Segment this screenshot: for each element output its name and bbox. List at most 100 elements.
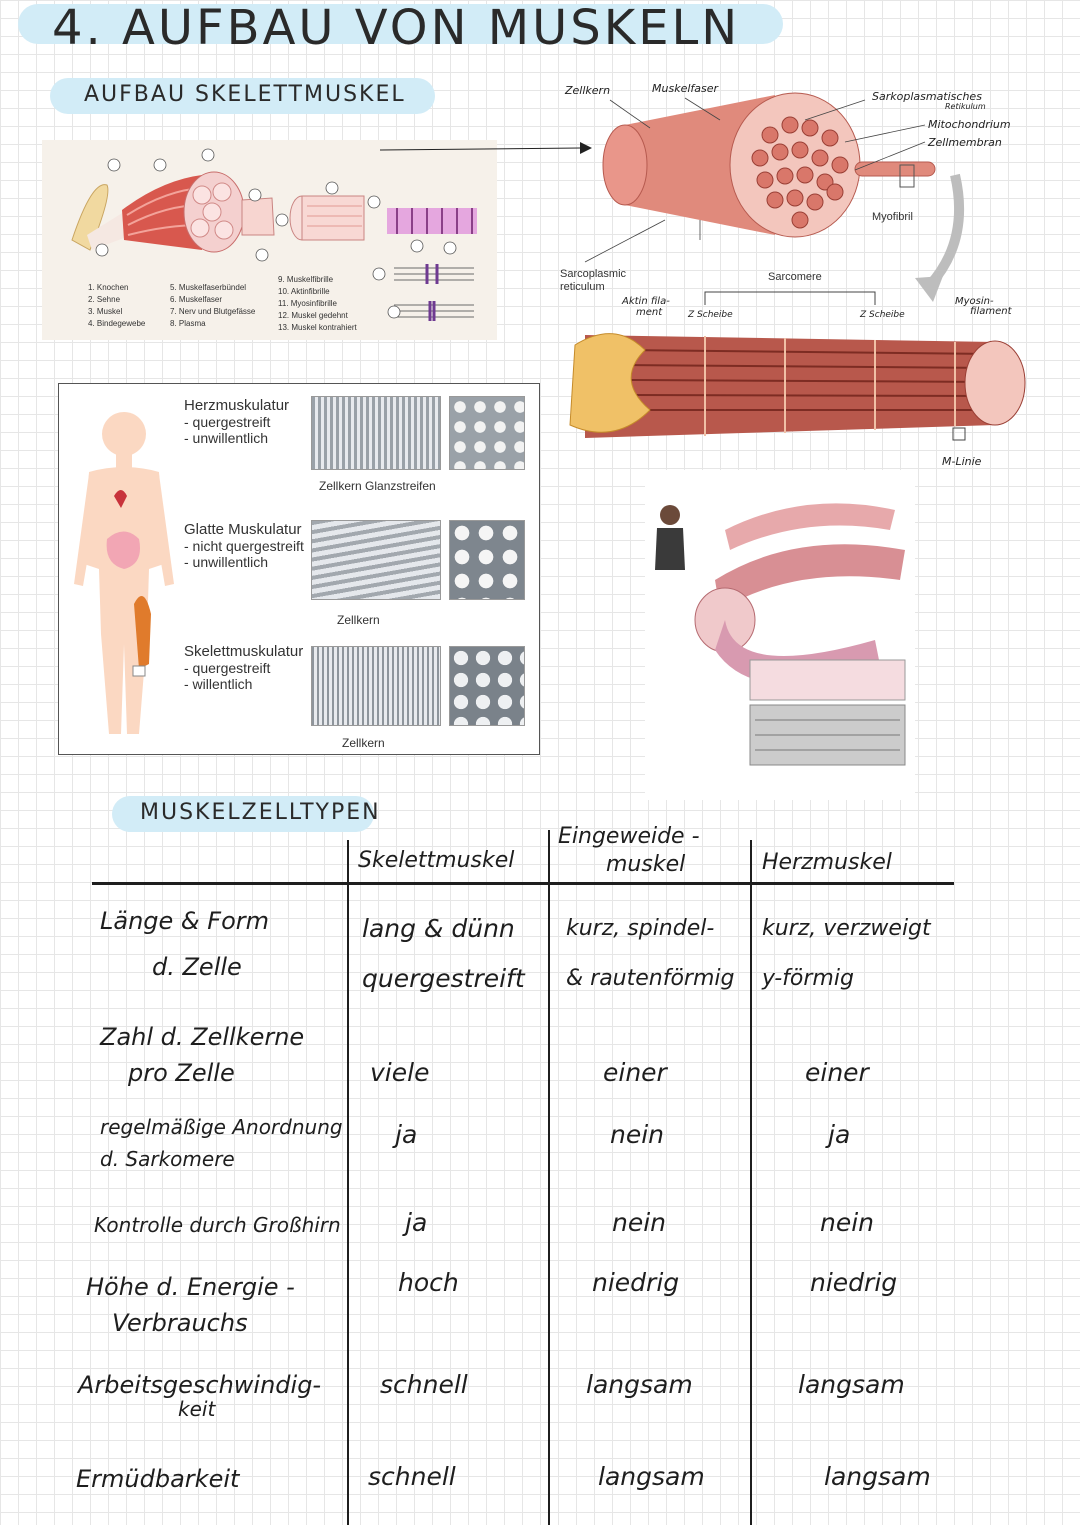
- legend-item: 6. Muskelfaser: [170, 295, 223, 304]
- muscle-fiber-illustration: [569, 92, 1026, 441]
- legend-item: 10. Aktinfibrille: [278, 287, 330, 296]
- label-reticulum: reticulum: [560, 281, 605, 293]
- textbook-muscle-illustration: [645, 470, 915, 800]
- legend-item: 12. Muskel gedehnt: [278, 311, 348, 320]
- row-label-line: Höhe d. Energie -: [86, 1273, 295, 1301]
- cell-line: quergestreift: [362, 964, 525, 993]
- glatt-micrograph-cross: [449, 520, 525, 600]
- table-header-line: [92, 882, 954, 885]
- glatt-caption: Zellkern: [337, 613, 380, 627]
- section-highlight-skeletal: [50, 78, 435, 114]
- legend-col1: 1. Knochen 2. Sehne 3. Muskel 4. Bindege…: [88, 282, 145, 330]
- label-myofibril: Myofibril: [872, 211, 913, 223]
- cell-skelett: lang & dünn quergestreift: [362, 904, 525, 1004]
- cell-eingeweide: nein: [610, 1120, 665, 1149]
- skelett-text: Skelettmuskulatur - quergestreift - will…: [184, 644, 303, 693]
- label-zellmembran: Zellmembran: [928, 136, 1002, 149]
- cell-eingeweide: kurz, spindel- & rautenförmig: [566, 904, 734, 1004]
- row-label-line: d. Sarkomere: [100, 1147, 235, 1171]
- glatt-text: Glatte Muskulatur - nicht quergestreift …: [184, 521, 304, 571]
- table-divider-2: [548, 830, 550, 1525]
- row-label-line: keit: [178, 1397, 216, 1421]
- row-label-line: Zahl d. Zellkerne: [100, 1023, 305, 1051]
- skelett-micrograph-cross: [449, 646, 525, 726]
- herz-title: Herzmuskulatur: [184, 397, 290, 414]
- label-z-scheibe-1: Z Scheibe: [688, 310, 733, 320]
- label-sarkoplasmatisches: Sarkoplasmatisches: [872, 90, 982, 103]
- cell-herz: kurz, verzweigt y-förmig: [762, 904, 931, 1004]
- header-herzmuskel: Herzmuskel: [762, 850, 892, 875]
- row-label: Arbeitsgeschwindig- keit: [78, 1370, 321, 1424]
- cell-eingeweide: nein: [612, 1208, 667, 1237]
- herz-text: Herzmuskulatur - quergestreift - unwille…: [184, 397, 290, 447]
- skelett-caption: Zellkern: [342, 736, 385, 750]
- glatt-line2: - unwillentlich: [184, 554, 269, 570]
- label-sarcomere: Sarcomere: [768, 271, 822, 283]
- row-label: Ermüdbarkeit: [76, 1465, 240, 1493]
- row-label-line: regelmäßige Anordnung: [100, 1115, 343, 1139]
- table-divider-1: [347, 840, 349, 1525]
- label-mitochondrium: Mitochondrium: [928, 118, 1011, 131]
- legend-item: 11. Myosinfibrille: [278, 299, 337, 308]
- cell-eingeweide: langsam: [598, 1462, 705, 1491]
- row-label-line: d. Zelle: [152, 953, 242, 981]
- connector-arrow: [380, 142, 592, 154]
- legend-item: 9. Muskelfibrille: [278, 275, 334, 284]
- row-label: Zahl d. Zellkerne pro Zelle: [100, 1022, 304, 1088]
- legend-col2: 5. Muskelfaserbündel 6. Muskelfaser 7. N…: [170, 282, 255, 330]
- cell-eingeweide: niedrig: [592, 1268, 680, 1297]
- cell-skelett: viele: [370, 1058, 430, 1087]
- section-highlight-types: [112, 796, 374, 832]
- cell-skelett: schnell: [380, 1370, 468, 1399]
- table-divider-3: [750, 840, 752, 1525]
- label-aktin2: ment: [636, 307, 663, 318]
- title-highlight: [18, 4, 783, 44]
- row-label: Länge & Form d. Zelle: [100, 906, 269, 982]
- glatt-line1: - nicht quergestreift: [184, 538, 304, 554]
- legend-item: 13. Muskel kontrahiert: [278, 323, 357, 332]
- row-label-line: Arbeitsgeschwindig-: [78, 1371, 322, 1399]
- section-title-types: MUSKELZELLTYPEN: [140, 800, 381, 825]
- herz-caption: Zellkern Glanzstreifen: [319, 479, 436, 493]
- label-myosin2: filament: [970, 306, 1012, 317]
- muscle-types-figure: Herzmuskulatur - quergestreift - unwille…: [58, 383, 540, 755]
- skelett-line1: - quergestreift: [184, 660, 271, 676]
- label-z-scheibe-2: Z Scheibe: [860, 310, 905, 320]
- skelett-micrograph-long: [311, 646, 441, 726]
- header-skelettmuskel: Skelettmuskel: [358, 848, 515, 873]
- cell-skelett: ja: [395, 1120, 418, 1149]
- legend-item: 5. Muskelfaserbündel: [170, 283, 247, 292]
- legend-item: 1. Knochen: [88, 283, 129, 292]
- cell-line: kurz, spindel-: [566, 916, 715, 941]
- herz-line1: - quergestreift: [184, 414, 271, 430]
- cell-skelett: hoch: [398, 1268, 459, 1297]
- cell-line: y-förmig: [762, 966, 854, 991]
- label-m-linie: M-Linie: [942, 455, 982, 468]
- cell-herz: langsam: [824, 1462, 931, 1491]
- skelett-line2: - willentlich: [184, 676, 253, 692]
- header-muskel: muskel: [606, 852, 686, 877]
- row-label: Höhe d. Energie - Verbrauchs: [86, 1272, 295, 1338]
- cell-herz: ja: [828, 1120, 851, 1149]
- glatt-title: Glatte Muskulatur: [184, 521, 302, 538]
- header-eingeweide: Eingeweide -: [558, 824, 700, 849]
- herz-line2: - unwillentlich: [184, 430, 269, 446]
- label-muskelfaser: Muskelfaser: [652, 82, 719, 95]
- cell-herz: einer: [805, 1058, 869, 1087]
- row-label-line: Länge & Form: [100, 907, 269, 935]
- herz-micrograph-cross: [449, 396, 525, 470]
- label-zellkern: Zellkern: [565, 84, 611, 97]
- section-title-skeletal: AUFBAU SKELETTMUSKEL: [84, 82, 406, 107]
- cell-herz: langsam: [798, 1370, 905, 1399]
- label-myosin: Myosin-: [955, 296, 994, 307]
- legend-col3: 9. Muskelfibrille 10. Aktinfibrille 11. …: [278, 274, 357, 334]
- legend-item: 4. Bindegewebe: [88, 319, 146, 328]
- legend-item: 2. Sehne: [88, 295, 121, 304]
- cell-line: & rautenförmig: [566, 966, 735, 991]
- legend-item: 3. Muskel: [88, 307, 123, 316]
- row-label-line: pro Zelle: [128, 1059, 235, 1087]
- row-label: Kontrolle durch Großhirn: [94, 1213, 341, 1237]
- cell-eingeweide: einer: [603, 1058, 667, 1087]
- cell-herz: niedrig: [810, 1268, 898, 1297]
- cell-line: kurz, verzweigt: [762, 916, 931, 941]
